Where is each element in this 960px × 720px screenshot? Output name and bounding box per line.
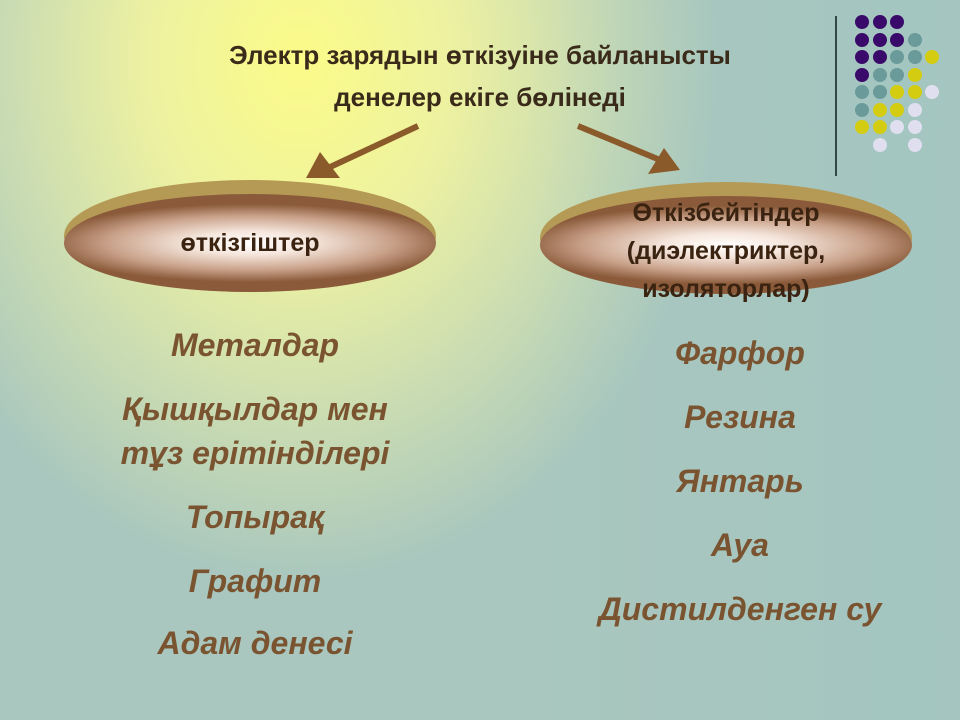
list-item: Дистилденген су bbox=[598, 591, 882, 627]
title-line-2: денелер екігe бөлінеді bbox=[334, 82, 626, 112]
decorative-dot bbox=[925, 85, 939, 99]
decorative-dot bbox=[873, 120, 887, 134]
decorative-dot bbox=[873, 67, 887, 82]
decorative-dot bbox=[908, 50, 922, 64]
insulators-label: Өткізбейтіндер (диэлектриктер, изоляторл… bbox=[540, 194, 912, 308]
decorative-dot bbox=[855, 32, 869, 47]
decorative-dot bbox=[855, 15, 869, 29]
decorative-dot bbox=[873, 50, 887, 64]
list-item: Ауа bbox=[711, 527, 769, 563]
decorative-dot bbox=[890, 120, 904, 134]
decorative-dot bbox=[873, 137, 887, 152]
list-item: тұз ерітінділері bbox=[120, 435, 390, 471]
decorative-dot bbox=[890, 67, 904, 82]
decorative-dot bbox=[890, 85, 904, 99]
decorative-dot bbox=[890, 32, 904, 47]
insulators-label-line: Өткізбейтіндер bbox=[632, 199, 820, 227]
decorative-dot bbox=[873, 15, 887, 29]
decorative-dot bbox=[890, 102, 904, 117]
list-item: Фарфор bbox=[675, 335, 805, 371]
decorative-dot bbox=[890, 15, 904, 29]
insulators-label-line: изоляторлар) bbox=[642, 275, 810, 303]
arrow-left-head bbox=[306, 152, 340, 178]
decorative-dot bbox=[908, 137, 922, 152]
decorative-dot bbox=[855, 50, 869, 64]
decorative-dot bbox=[855, 102, 869, 117]
conductors-list: Металдар Қышқылдар мен тұз ерітінділері … bbox=[60, 0, 450, 720]
decorative-dot bbox=[908, 85, 922, 99]
list-item: Янтарь bbox=[676, 463, 804, 499]
decorative-dot bbox=[873, 32, 887, 47]
insulators-label-line: (диэлектриктер, bbox=[626, 237, 826, 265]
arrow-right-head bbox=[648, 148, 680, 174]
decorative-dot bbox=[908, 102, 922, 117]
decorative-dot bbox=[873, 102, 887, 117]
conductors-label: өткізгіштер bbox=[180, 229, 320, 257]
decorative-dot bbox=[908, 67, 922, 82]
conductors-oval: өткізгіштер bbox=[64, 180, 436, 292]
list-item: Резина bbox=[684, 399, 796, 435]
decorative-dot bbox=[890, 50, 904, 64]
decorative-dot bbox=[855, 120, 869, 134]
list-item: Қышқылдар мен bbox=[122, 391, 388, 427]
decorative-dot bbox=[925, 50, 939, 64]
decorative-line bbox=[835, 16, 837, 176]
list-item: Графит bbox=[188, 563, 322, 599]
list-item: Металдар bbox=[170, 327, 340, 363]
decorative-dot bbox=[855, 67, 869, 82]
decorative-dot bbox=[908, 32, 922, 47]
arrow-right bbox=[576, 123, 662, 163]
insulators-list: Фарфор Резина Янтарь Ауа Дистилденген су bbox=[540, 0, 940, 720]
insulators-oval bbox=[540, 182, 912, 294]
decorative-dot bbox=[908, 120, 922, 134]
list-item: Адам денесі bbox=[157, 625, 353, 661]
decorative-dot bbox=[873, 85, 887, 99]
slide-title: Электр зарядын өткізуіне байланысты дене… bbox=[150, 34, 810, 118]
list-item: Топырақ bbox=[185, 499, 325, 535]
title-line-1: Электр зарядын өткізуіне байланысты bbox=[229, 40, 731, 70]
decorative-dot bbox=[855, 85, 869, 99]
arrow-left bbox=[326, 123, 420, 171]
